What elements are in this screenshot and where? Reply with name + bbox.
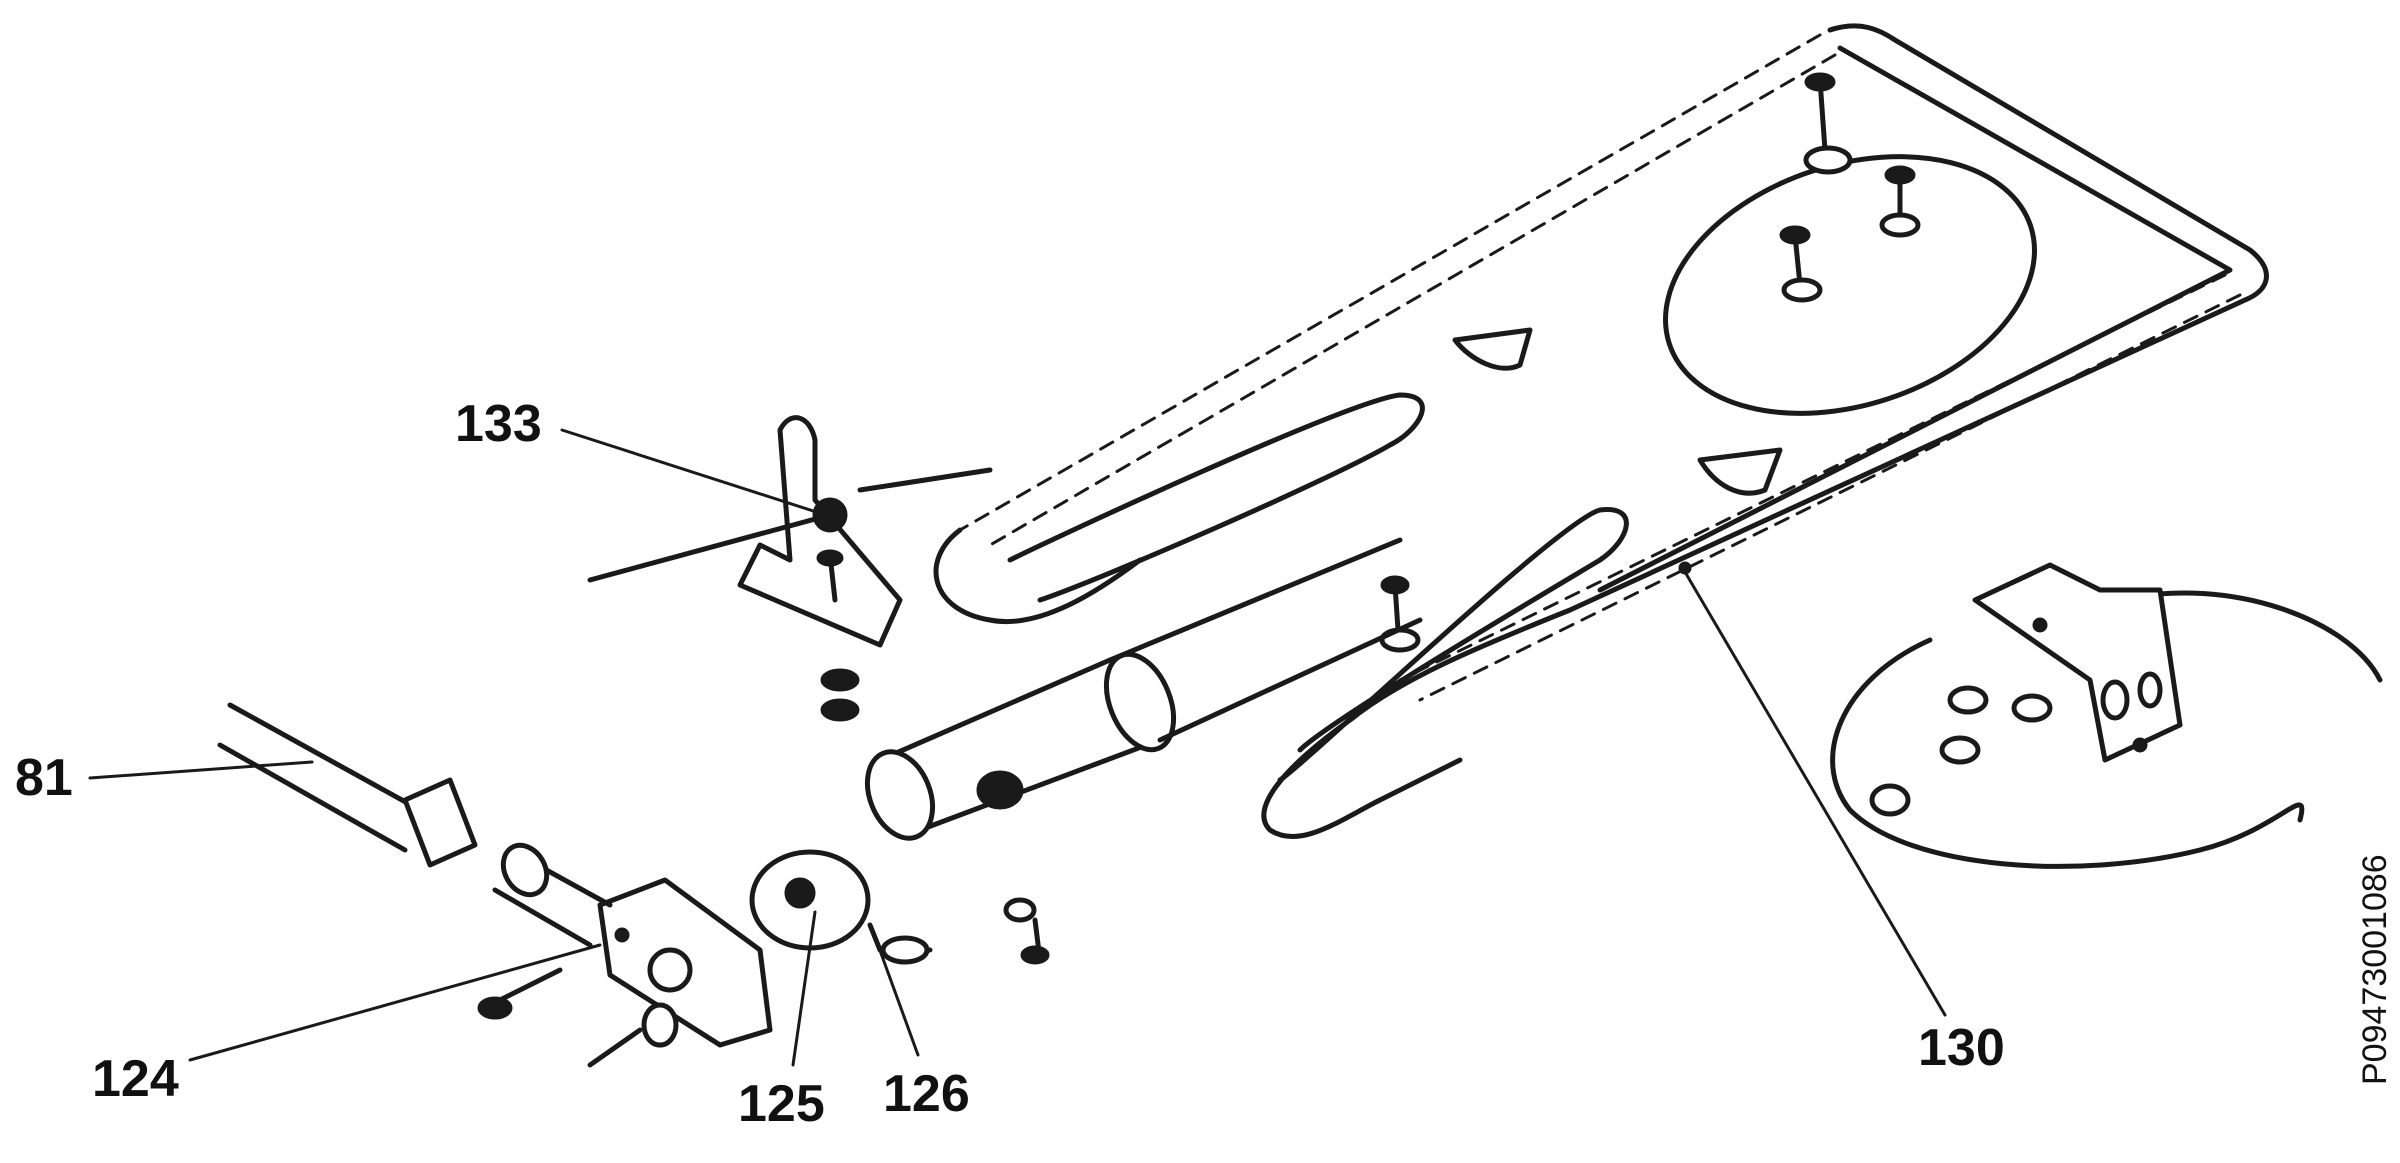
leader-130 [1683,570,1947,1017]
nozzle-holder [749,849,933,965]
drawing-code: P09473001086 [2356,854,2394,1085]
leader-81 [88,760,314,780]
gas-valve-bracket [477,877,1050,1068]
callout-81: 81 [15,749,73,807]
leader-lines [88,428,1947,1067]
burner-tube [864,537,1423,841]
callout-130: 130 [1918,1019,2005,1077]
callout-126: 126 [883,1065,970,1123]
thermocouple-bracket [587,415,993,722]
leader-124 [188,943,602,1062]
leader-126 [876,943,920,1057]
leader-133 [560,428,837,520]
callout-125: 125 [738,1075,825,1133]
gas-pipe [217,702,613,948]
burner-plate [933,23,2269,840]
callout-133: 133 [455,395,542,453]
inset-detail [1830,562,2383,869]
callout-124: 124 [92,1050,179,1108]
leader-125 [791,910,817,1067]
